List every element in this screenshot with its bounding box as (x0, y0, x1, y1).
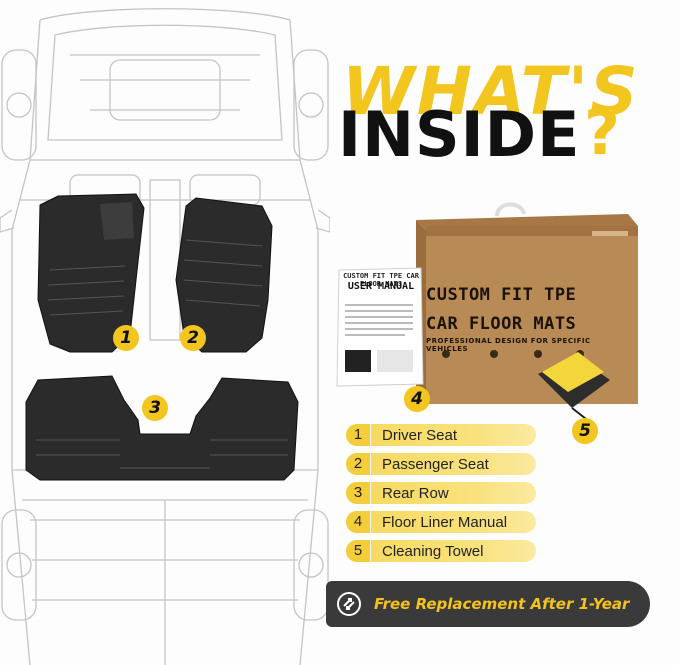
list-item-label: Passenger Seat (382, 455, 489, 473)
svg-text:INSIDE: INSIDE (338, 100, 581, 164)
list-item-label: Driver Seat (382, 426, 458, 444)
replacement-banner: Free Replacement After 1-Year (326, 581, 650, 627)
list-item-number: 1 (346, 424, 371, 446)
list-item-number: 5 (346, 540, 371, 562)
callout-5: 5 (572, 418, 598, 444)
car-wireframe-illustration (0, 8, 330, 665)
callout-4: 4 (404, 386, 430, 412)
cleaning-towel (538, 352, 610, 422)
list-item: 2 Passenger Seat (346, 453, 536, 475)
callout-2: 2 (180, 325, 206, 351)
rear-mat (25, 375, 299, 481)
manual-header: CUSTOM FIT TPE CAR FLOOR MATS (343, 272, 419, 288)
list-item-label: Floor Liner Manual (382, 513, 508, 531)
list-item: 3 Rear Row (346, 482, 536, 504)
svg-text:?: ? (584, 98, 620, 164)
list-item-label: Cleaning Towel (382, 542, 484, 560)
callout-3: 3 (142, 395, 168, 421)
box-title: CUSTOM FIT TPE CAR FLOOR MATS (426, 285, 577, 334)
list-item-number: 3 (346, 482, 371, 504)
question-mark: ? (584, 98, 620, 164)
passenger-mat (175, 197, 273, 353)
user-manual-booklet (336, 267, 424, 387)
list-item-number: 4 (346, 511, 371, 533)
manual-title: USER MANUAL (347, 281, 415, 292)
headline-whats: WHAT'S (342, 53, 640, 130)
box-subtitle: PROFESSIONAL DESIGN FOR SPECIFIC VEHICLE… (426, 337, 591, 353)
list-item: 1 Driver Seat (346, 424, 536, 446)
svg-text:WHAT'S: WHAT'S (342, 53, 640, 130)
list-item: 5 Cleaning Towel (346, 540, 536, 562)
contents-list: 1 Driver Seat 2 Passenger Seat 3 Rear Ro… (346, 424, 536, 569)
replacement-icon (337, 592, 361, 616)
headline-inside: INSIDE (338, 100, 581, 164)
list-item: 4 Floor Liner Manual (346, 511, 536, 533)
banner-text: Free Replacement After 1-Year (374, 595, 630, 613)
list-item-label: Rear Row (382, 484, 449, 502)
product-box (416, 202, 638, 404)
list-item-number: 2 (346, 453, 371, 475)
callout-1: 1 (113, 325, 139, 351)
